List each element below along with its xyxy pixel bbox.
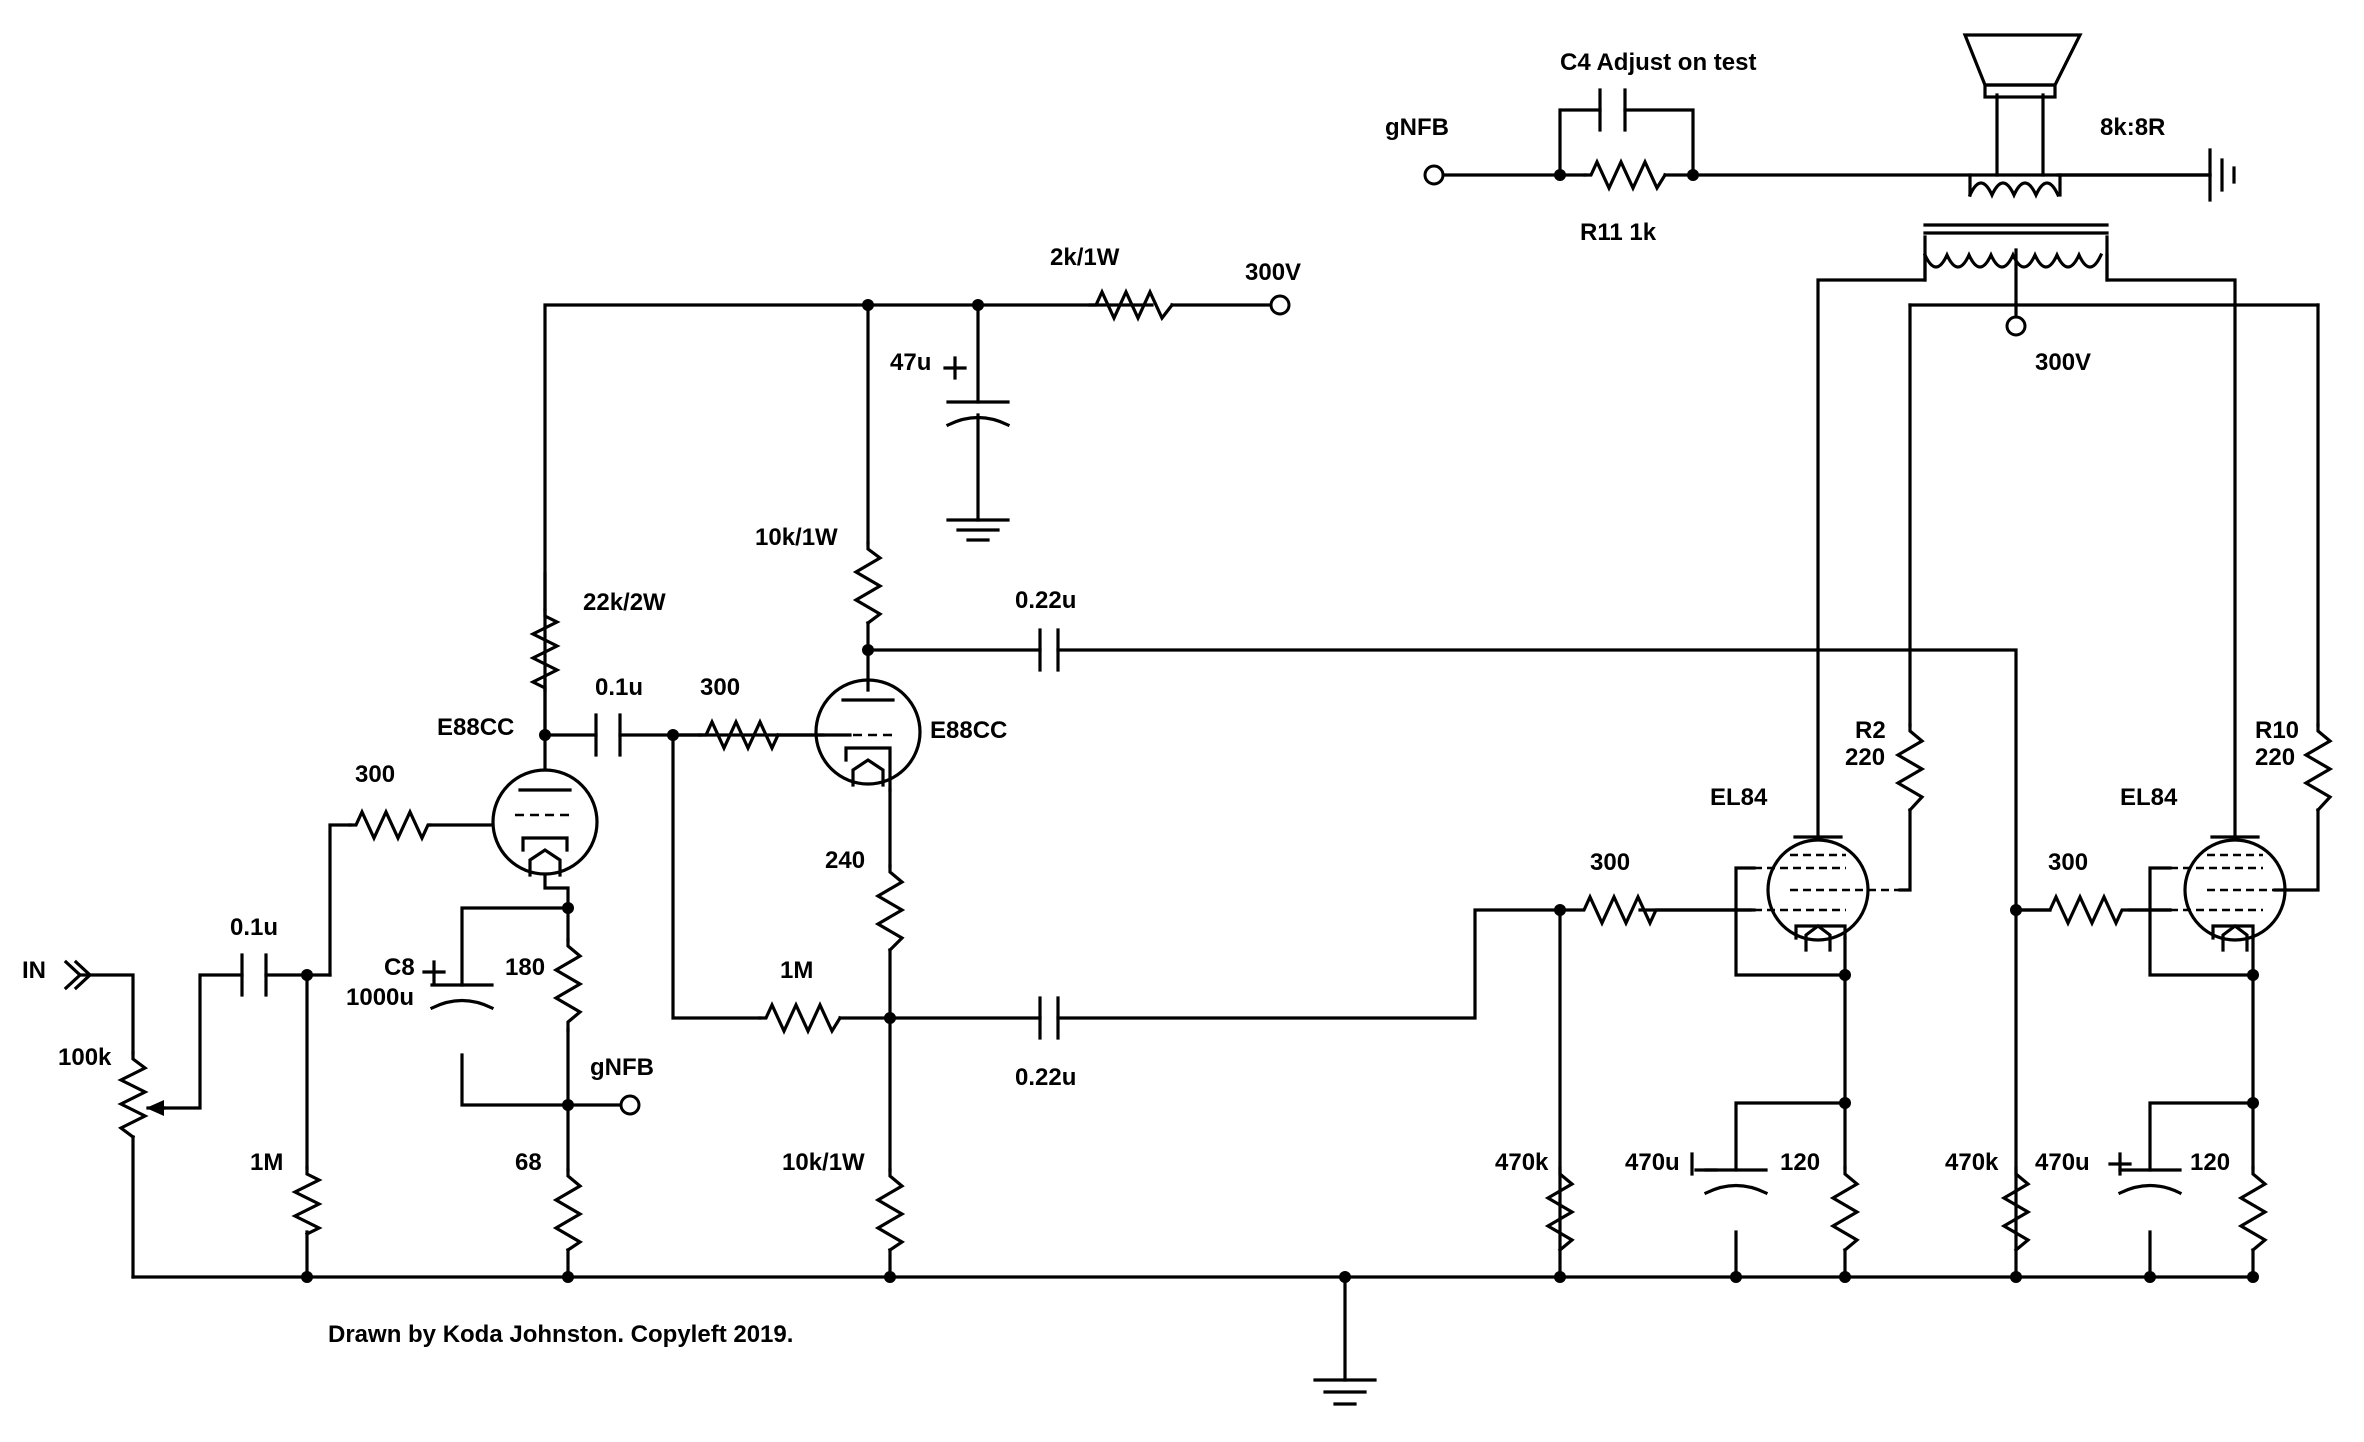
- terminals: [63, 164, 2027, 1116]
- label-r-grid3: 300: [1590, 849, 1630, 876]
- label-c-cath4: 470u: [2035, 1149, 2090, 1176]
- label-r-grid4: 300: [2048, 849, 2088, 876]
- label-credit: Drawn by Koda Johnston. Copyleft 2019.: [328, 1321, 793, 1348]
- label-c-out-top: 0.22u: [1015, 587, 1076, 614]
- tube-e88cc-2: [814, 678, 922, 792]
- label-r-grid1: 300: [355, 761, 395, 788]
- labels: IN 100k 0.1u 1M 300 22k/2W E88CC C8 1000…: [22, 49, 2299, 1348]
- label-c8-name: C8: [384, 954, 415, 981]
- junction-dots: [301, 169, 2259, 1283]
- capacitors: [240, 88, 2183, 1196]
- label-gnfb-in: gNFB: [590, 1054, 654, 1081]
- label-r11: R11 1k: [1580, 219, 1657, 246]
- label-r-plate1: 22k/2W: [583, 589, 666, 616]
- label-r-cath3: 120: [1780, 1149, 1820, 1176]
- label-b-plus-2: 300V: [2035, 349, 2091, 376]
- output-transformer: [1922, 181, 2109, 282]
- label-c8-value: 1000u: [346, 984, 414, 1011]
- label-r-grid2: 300: [700, 674, 740, 701]
- resistors: [291, 158, 2334, 1253]
- label-r-plate2: 10k/1W: [755, 524, 838, 551]
- label-r-in-gnd: 1M: [250, 1149, 283, 1176]
- label-pot: 100k: [58, 1044, 112, 1071]
- label-c-cath3: 470u: [1625, 1149, 1680, 1176]
- label-r-cath1b: 68: [515, 1149, 542, 1176]
- speaker: [1962, 33, 2083, 99]
- label-in: IN: [22, 957, 46, 984]
- label-r-drop: 2k/1W: [1050, 244, 1120, 271]
- label-tube2: E88CC: [930, 717, 1007, 744]
- label-tube3: EL84: [1710, 784, 1768, 811]
- label-c-in: 0.1u: [230, 914, 278, 941]
- label-tube4: EL84: [2120, 784, 2178, 811]
- label-r-gl3: 470k: [1495, 1149, 1549, 1176]
- label-r-gl2: 1M: [780, 957, 813, 984]
- label-r-cath1a: 180: [505, 954, 545, 981]
- ground-symbols: [946, 148, 2236, 1406]
- tube-el84-2: [2170, 835, 2287, 952]
- label-r2-value: 220: [1845, 744, 1885, 771]
- label-r-cath4: 120: [2190, 1149, 2230, 1176]
- label-r-cath2: 240: [825, 847, 865, 874]
- label-b-plus-1: 300V: [1245, 259, 1301, 286]
- label-c4: C4 Adjust on test: [1560, 49, 1756, 76]
- label-gnfb-out: gNFB: [1385, 114, 1449, 141]
- label-r-gl4: 470k: [1945, 1149, 1999, 1176]
- label-c-couple1: 0.1u: [595, 674, 643, 701]
- label-transformer: 8k:8R: [2100, 114, 2165, 141]
- label-r10-value: 220: [2255, 744, 2295, 771]
- label-tube1: E88CC: [437, 714, 514, 741]
- label-r-tail: 10k/1W: [782, 1149, 865, 1176]
- label-r10-name: R10: [2255, 717, 2299, 744]
- volume-potentiometer: [117, 1051, 166, 1140]
- label-r2-name: R2: [1855, 717, 1886, 744]
- label-c-filter: 47u: [890, 349, 931, 376]
- tube-el84-1: [1754, 835, 1900, 952]
- label-c-out-bot: 0.22u: [1015, 1064, 1076, 1091]
- tube-e88cc-1: [491, 768, 599, 877]
- wires: [80, 93, 2320, 1382]
